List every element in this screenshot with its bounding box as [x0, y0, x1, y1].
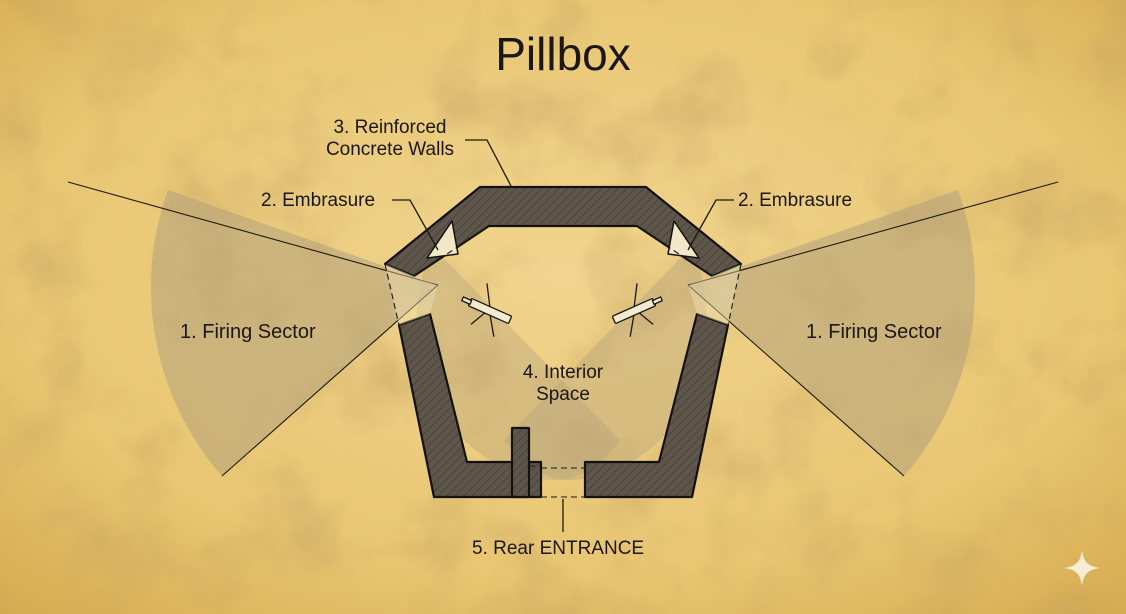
firing-sector-right-label: 1. Firing Sector [806, 321, 942, 343]
embrasure-right-label: 2. Embrasure [738, 190, 853, 211]
sector-edge [221, 284, 439, 477]
machine-gun-icon [460, 283, 513, 337]
sector-edge [67, 181, 439, 286]
interior-space-label: 4. Interior Space [493, 362, 633, 406]
entrance-baffle [510, 426, 531, 499]
reinforced-walls-label-line2: Concrete Walls [325, 138, 455, 160]
sparkle-icon [1064, 550, 1100, 586]
interior-space-label-line1: 4. Interior [522, 362, 604, 383]
left-wall [397, 312, 543, 499]
firing-sector-left-area [150, 190, 439, 476]
firing-sector-left-label: 1. Firing Sector [180, 321, 316, 343]
interior-sector-right [504, 246, 708, 480]
embrasure-left-opening [385, 264, 438, 325]
page-title: Pillbox [495, 28, 631, 80]
rear-entrance-label: 5. Rear ENTRANCE [472, 538, 645, 559]
leader-lines [392, 139, 734, 532]
machine-gun-icon [611, 283, 664, 337]
embrasure-left-label: 2. Embrasure [261, 190, 376, 211]
embrasure-left-shape [426, 220, 459, 259]
sector-edge [687, 181, 1059, 286]
sector-edge [687, 284, 905, 477]
reinforced-walls-label: 3. Reinforced Concrete Walls [300, 117, 480, 161]
hidden-lines [384, 225, 742, 498]
interior-sector-left [416, 246, 620, 480]
embrasure-right-shape [667, 220, 700, 259]
embrasure-right-opening [688, 264, 741, 325]
interior-space-label-line2: Space [536, 383, 590, 405]
firing-sector-right-area [688, 190, 976, 476]
reinforced-walls-label-line1: 3. Reinforced [333, 117, 447, 138]
